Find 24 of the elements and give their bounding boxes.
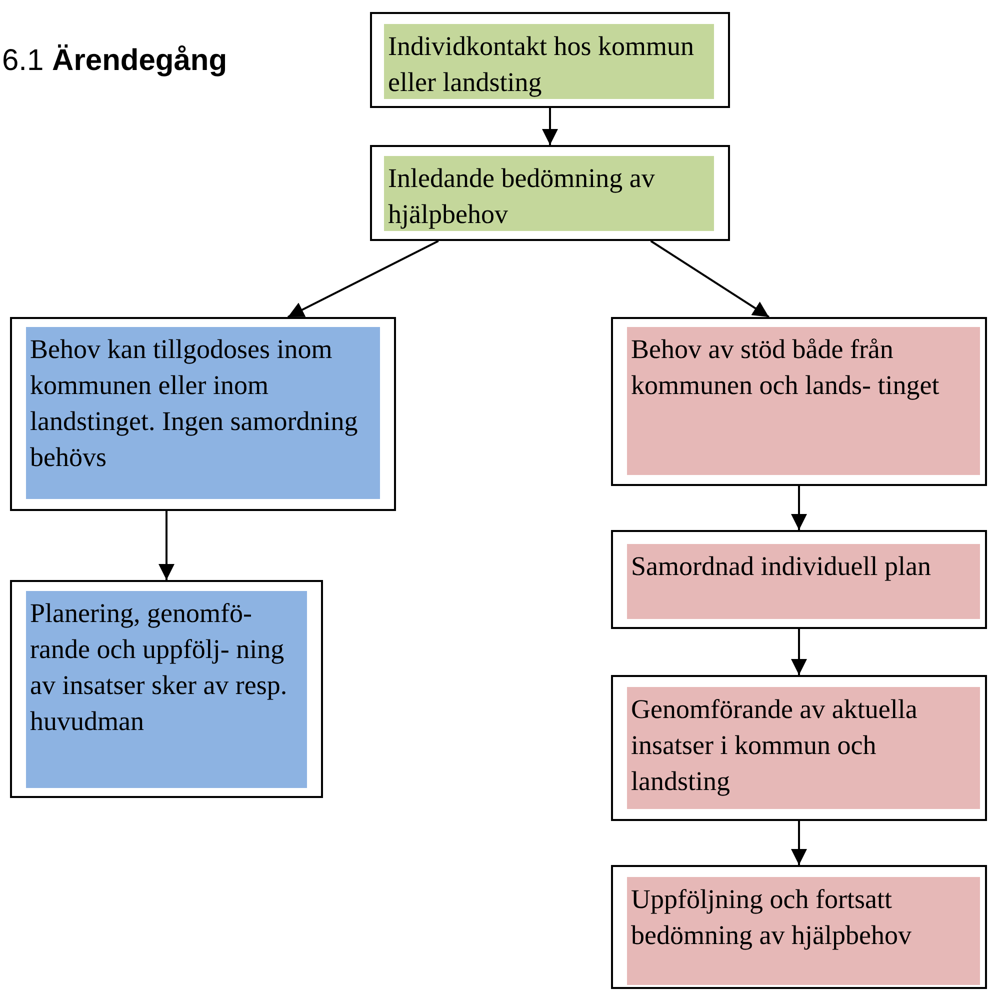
process-box [611, 530, 987, 629]
box-text: Uppföljning och fortsatt bedömning av hjälpbehov [627, 877, 980, 985]
arrow [287, 240, 439, 318]
box-text: Inledande bedömning av hjälpbehov [384, 156, 714, 231]
box-text: Behov kan tillgodoses inom kommunen eller inom landstinget. Ingen samordning behövs [26, 327, 380, 499]
box-text: Individkontakt hos kommun eller landsting [384, 24, 714, 99]
box-text: Planering, genomfö- rande och uppfölj- ning av insatser sker av resp. huvudman [26, 591, 307, 788]
process-box [611, 317, 987, 486]
box-text: Behov av stöd både från kommunen och lands- tinget [627, 327, 980, 475]
arrow [791, 629, 807, 675]
process-box [611, 865, 987, 989]
arrow [158, 511, 174, 580]
process-box [10, 317, 396, 511]
title: 6.1 Ärendegång [2, 44, 228, 78]
process-box [370, 145, 730, 241]
box-text: Genomförande av aktuella insatser i kommun och landsting [627, 687, 980, 809]
arrow [791, 486, 807, 530]
process-box [370, 12, 730, 108]
arrow [650, 240, 770, 318]
process-box [10, 580, 323, 798]
arrow [791, 821, 807, 865]
process-box [611, 675, 987, 821]
box-text: Samordnad individuell plan [627, 544, 980, 619]
arrow [542, 108, 558, 145]
